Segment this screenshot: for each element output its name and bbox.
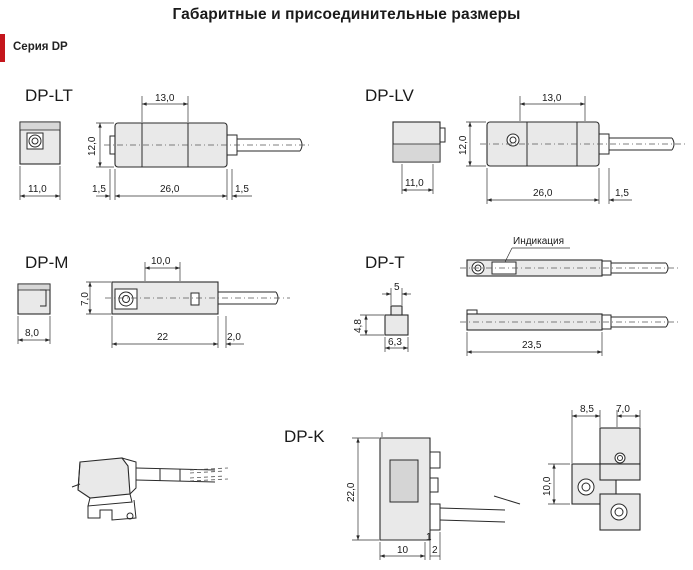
dim-m-top: 10,0: [151, 256, 171, 267]
drawing-dp-k-front: 22,0 10 2 1: [346, 432, 521, 560]
model-label-dp-lt: DP-LT: [25, 86, 73, 105]
dim-k-small-a: 1: [426, 532, 432, 543]
dim-lt-right: 1,5: [235, 184, 249, 195]
drawing-dp-m-side: 8,0: [17, 283, 51, 344]
page-title: Габаритные и присоединительные размеры: [172, 6, 521, 23]
model-label-dp-k: DP-K: [284, 427, 325, 446]
dim-m-right: 2,0: [227, 332, 241, 343]
dim-lv-length: 26,0: [533, 188, 553, 199]
drawing-dp-t-front: 23,5: [460, 309, 680, 356]
indication-label: Индикация: [513, 236, 564, 247]
dim-lv-height: 12,0: [458, 135, 469, 155]
model-label-dp-m: DP-M: [25, 253, 69, 272]
drawing-dp-lv-side: 11,0: [392, 121, 446, 194]
drawing-dp-k-perspective: [71, 457, 229, 521]
dim-lt-top: 13,0: [155, 93, 175, 104]
dim-k-length: 10: [397, 545, 409, 556]
dim-lt-left: 1,5: [92, 184, 106, 195]
dim-lt-length: 26,0: [160, 184, 180, 195]
dim-t-height: 4,8: [353, 319, 364, 333]
dim-m-height: 7,0: [80, 292, 91, 306]
dim-m-length: 22: [157, 332, 169, 343]
dim-t-top: 5: [394, 282, 400, 293]
dim-k-height: 22,0: [346, 482, 357, 502]
dim-lt-side-width: 11,0: [28, 184, 47, 195]
drawing-dp-lv-front: 13,0 12,0 26,0 1,5: [458, 93, 685, 204]
model-label-dp-lv: DP-LV: [365, 86, 414, 105]
drawing-dp-k-side: 8,5 7,0 10,0: [542, 404, 641, 531]
drawing-dp-lt-front: 13,0 12,0 1,5 26,0 1,5: [87, 93, 310, 200]
model-label-dp-t: DP-T: [365, 253, 405, 272]
dim-lv-side-width: 11,0: [405, 178, 424, 189]
dim-k-small-b: 2: [432, 545, 438, 556]
series-accent-bar: [0, 34, 5, 62]
dim-m-side-width: 8,0: [25, 328, 39, 339]
dim-t-length: 23,5: [522, 340, 542, 351]
drawing-dp-t-section: 5 4,8 6,3: [353, 282, 411, 352]
dim-k-top-a: 8,5: [580, 404, 594, 415]
drawing-dp-t-top: Индикация: [460, 236, 680, 277]
dim-t-width: 6,3: [388, 337, 402, 348]
series-label: Серия DP: [13, 41, 68, 53]
dim-lv-top: 13,0: [542, 93, 562, 104]
dim-k-side-height: 10,0: [542, 476, 553, 496]
drawing-dp-lt-side: 11,0: [19, 121, 61, 200]
dim-lt-height: 12,0: [87, 136, 98, 156]
drawing-dp-m-front: 10,0 7,0 22 2,0: [80, 256, 290, 348]
dim-lv-right: 1,5: [615, 188, 629, 199]
dim-k-top-b: 7,0: [616, 404, 630, 415]
